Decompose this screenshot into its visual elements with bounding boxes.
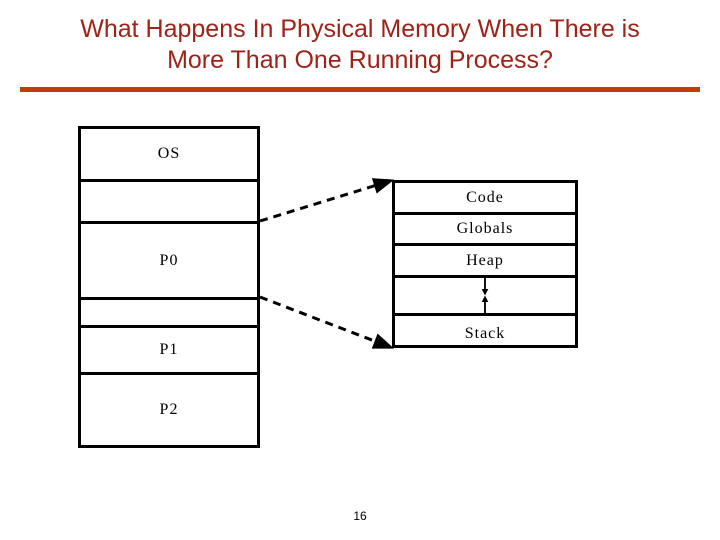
segment-row-stack-label: Stack — [464, 324, 506, 342]
segment-row-stack: Stack — [395, 316, 575, 351]
memory-row-p2-label: P2 — [159, 401, 179, 418]
page-number: 16 — [353, 509, 367, 523]
physical-memory-diagram: OS P0 P1 P2 — [78, 126, 260, 448]
memory-row-p2: P2 — [81, 375, 257, 445]
segment-row-globals: Globals — [395, 215, 575, 246]
page-title: What Happens In Physical Memory When The… — [80, 15, 640, 74]
segment-row-growth-gap — [395, 278, 575, 316]
segment-row-heap: Heap — [395, 246, 575, 278]
process-address-space-diagram: Code Globals Heap Stack — [392, 180, 578, 348]
expansion-line-bottom — [259, 295, 395, 349]
segment-row-code: Code — [395, 183, 575, 215]
title-divider-rule — [20, 87, 700, 92]
expansion-line-top — [259, 178, 395, 223]
memory-row-free-2 — [81, 300, 257, 328]
memory-row-free-1 — [81, 182, 257, 224]
segment-row-globals-label: Globals — [456, 220, 514, 237]
heap-stack-growth-arrows-icon — [481, 278, 489, 313]
memory-row-p0: P0 — [81, 224, 257, 300]
memory-row-os: OS — [81, 129, 257, 182]
memory-row-p0-label: P0 — [159, 251, 179, 269]
memory-row-p1: P1 — [81, 328, 257, 375]
segment-row-code-label: Code — [466, 188, 504, 206]
memory-row-os-label: OS — [157, 145, 181, 162]
segment-row-heap-label: Heap — [466, 251, 504, 269]
memory-row-p1-label: P1 — [159, 341, 179, 358]
